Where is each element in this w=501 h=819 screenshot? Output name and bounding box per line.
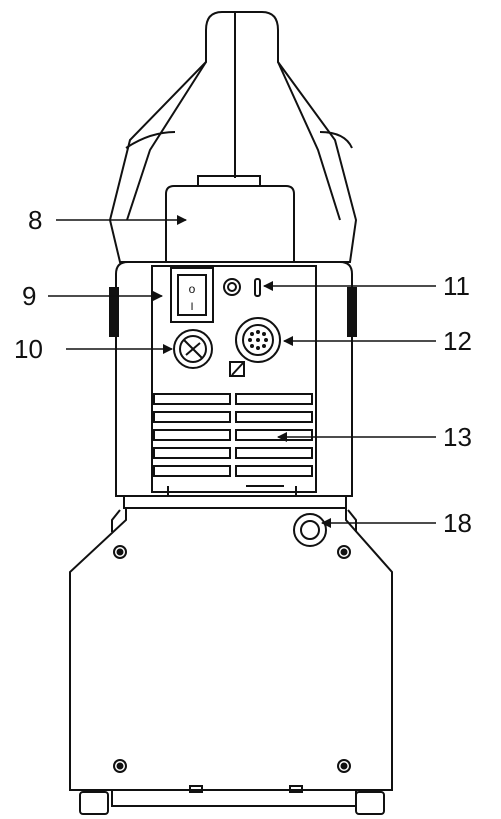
rear-panel [115,261,353,497]
earth-connector-inner [300,520,320,540]
top-housing-cap [197,175,261,187]
power-switch-frame [170,267,214,323]
gas-fitting-core [227,282,237,292]
handle-shoulder-right [319,131,353,149]
base-strip [123,496,347,509]
rear-panel-inner [151,265,317,493]
control-socket-pins [248,330,268,350]
callout-label-8: 8 [28,205,42,235]
callout-label-10: 10 [14,334,43,364]
earth-connector-outer [293,513,327,547]
cart-flange-right [347,509,357,532]
power-switch-rocker [177,274,207,316]
callout-label-9: 9 [22,281,36,311]
foot-left [79,791,109,815]
gas-fitting [223,278,241,296]
switch-on-mark: o [189,282,196,296]
callout-label-12: 12 [443,326,472,356]
vent-grille [153,393,313,477]
torch-connector-outer [173,329,213,369]
handle-inner-left [126,61,207,221]
control-socket-outer [235,317,281,363]
top-handle [108,11,358,263]
switch-off-mark: I [190,301,193,313]
indicator-slot [254,278,261,297]
foot-right [355,791,385,815]
side-grip-left [109,287,119,337]
callout-lines [48,215,436,528]
top-housing-box [165,185,295,263]
side-grip-right [347,287,357,337]
cart-flange-left [111,509,121,532]
remote-symbol-slash [231,362,244,376]
torch-connector-inner [179,335,207,363]
handle-shoulder-left [125,131,176,149]
callout-label-11: 11 [443,271,470,301]
machine-outline [69,11,393,815]
cart-screws [113,545,351,773]
callout-label-13: 13 [443,422,472,452]
base-strip-detail [167,485,297,496]
cart-bottom-tab-right [289,785,303,793]
cart-bottom-tab-left [189,785,203,793]
handle-inner-right [277,61,341,221]
remote-symbol-box [229,361,245,377]
control-socket-inner [242,324,274,356]
callout-label-18: 18 [443,508,472,538]
torch-connector-thread [183,339,203,359]
